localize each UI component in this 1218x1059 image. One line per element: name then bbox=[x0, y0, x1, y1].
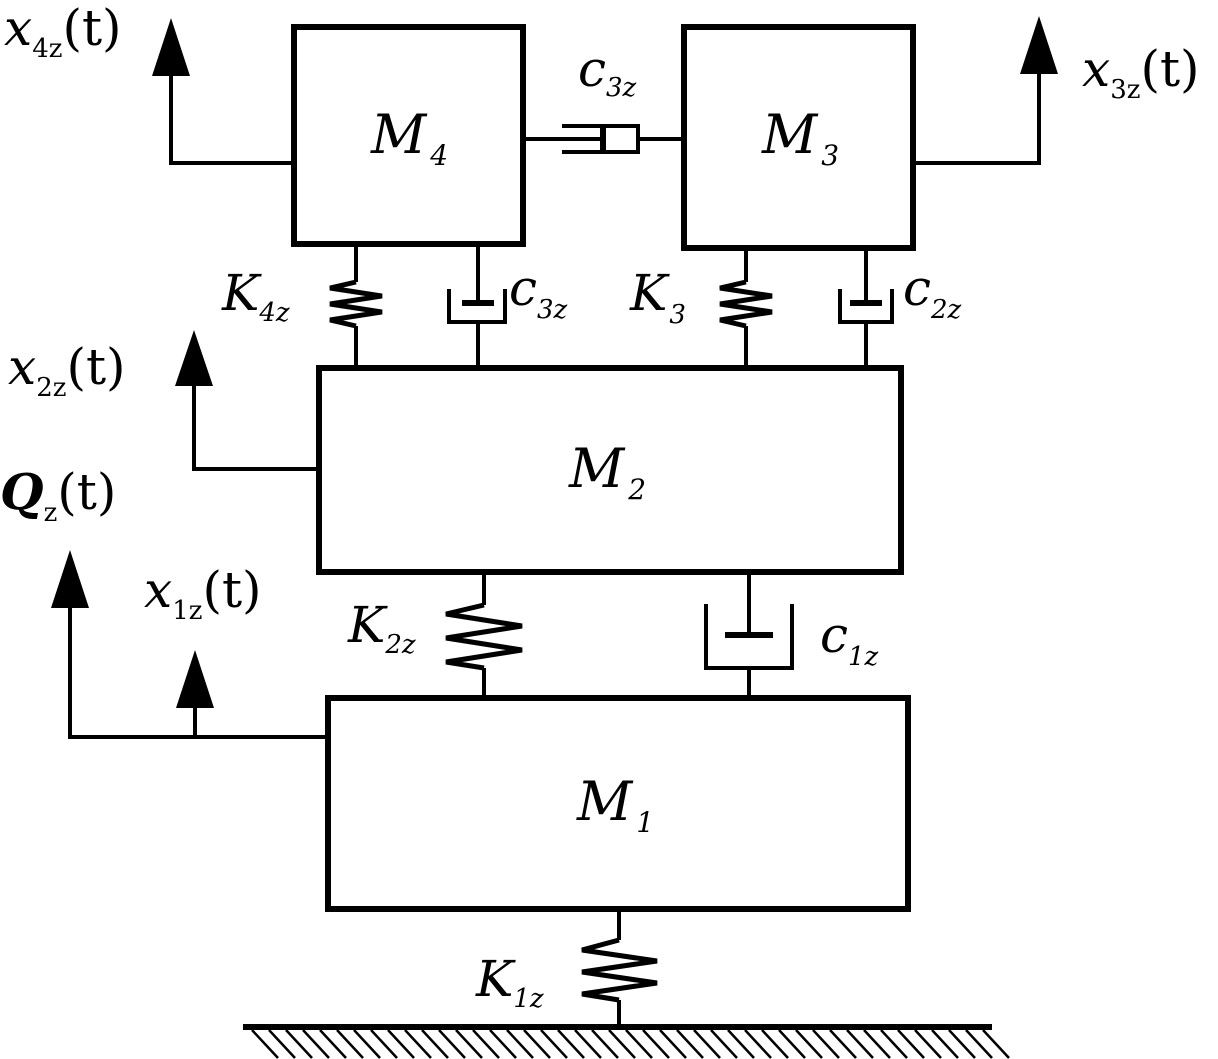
ground-hatch-line bbox=[693, 1029, 721, 1059]
ground-hatch-line bbox=[455, 1029, 483, 1059]
ground-hatch-line bbox=[336, 1029, 364, 1059]
ground-hatch-line bbox=[319, 1029, 347, 1059]
ground-hatch-line bbox=[846, 1029, 874, 1059]
ground-hatch-line bbox=[370, 1029, 398, 1059]
ground-hatch-line bbox=[251, 1029, 279, 1059]
damper-c1z bbox=[704, 572, 794, 698]
ground-hatch-line bbox=[472, 1029, 500, 1059]
arrow-x1z bbox=[176, 650, 214, 737]
ground-hatch-line bbox=[948, 1029, 976, 1059]
arrow-x3z bbox=[913, 16, 1058, 165]
arrow-qz bbox=[51, 550, 328, 739]
mass-m1 bbox=[325, 695, 911, 912]
ground-hatch-line bbox=[863, 1029, 891, 1059]
damper-c3z-horizontal bbox=[523, 124, 684, 154]
label-x1z: x1z(t) bbox=[144, 561, 262, 626]
ground-hatch-line bbox=[710, 1029, 738, 1059]
label-k3: K3 bbox=[629, 264, 686, 330]
ground-hatch-line bbox=[523, 1029, 551, 1059]
ground-hatch-line bbox=[659, 1029, 687, 1059]
mass-m2 bbox=[316, 365, 904, 575]
label-c3z-top: c3z bbox=[578, 40, 637, 103]
ground-hatch-line bbox=[676, 1029, 704, 1059]
ground-hatch-line bbox=[761, 1029, 789, 1059]
mass-m4 bbox=[291, 24, 526, 247]
mass-m3 bbox=[681, 24, 916, 251]
label-k2z: K2z bbox=[347, 596, 416, 660]
ground-hatch-line bbox=[353, 1029, 381, 1059]
ground-hatch-line bbox=[880, 1029, 908, 1059]
ground-hatch-line bbox=[574, 1029, 602, 1059]
ground-hatch-line bbox=[812, 1029, 840, 1059]
ground-hatch-line bbox=[931, 1029, 959, 1059]
ground-hatch-line bbox=[744, 1029, 772, 1059]
spring-k2z bbox=[445, 572, 523, 698]
damper-c3z-vertical bbox=[447, 244, 507, 368]
spring-k3 bbox=[719, 248, 773, 368]
label-x2z: x2z(t) bbox=[8, 338, 126, 403]
ground-hatch-line bbox=[591, 1029, 619, 1059]
ground-hatch-line bbox=[387, 1029, 415, 1059]
arrow-x4z bbox=[152, 18, 294, 165]
damper-c2z bbox=[838, 248, 894, 368]
label-k1z: K1z bbox=[475, 950, 544, 1014]
spring-k1z bbox=[581, 910, 658, 1027]
label-c1z: c1z bbox=[820, 606, 879, 672]
ground-hatch-line bbox=[778, 1029, 806, 1059]
label-qz: Qz(t) bbox=[0, 462, 116, 528]
ground-hatch-line bbox=[897, 1029, 925, 1059]
ground-hatch-line bbox=[438, 1029, 466, 1059]
label-c3z-left: c3z bbox=[509, 259, 568, 325]
ground-hatch-line bbox=[829, 1029, 857, 1059]
ground-hatch-line bbox=[302, 1029, 330, 1059]
ground-hatch-line bbox=[914, 1029, 942, 1059]
spring-k4z bbox=[329, 244, 383, 368]
ground-hatch-line bbox=[489, 1029, 517, 1059]
label-c2z: c2z bbox=[903, 259, 962, 325]
ground-hatch-line bbox=[795, 1029, 823, 1059]
ground-hatch-line bbox=[625, 1029, 653, 1059]
ground-hatch-line bbox=[982, 1029, 1010, 1059]
ground bbox=[243, 1024, 1010, 1059]
arrow-x2z bbox=[175, 330, 319, 471]
label-x4z: x4z(t) bbox=[4, 0, 122, 64]
ground-hatch-line bbox=[642, 1029, 670, 1059]
ground-hatch-line bbox=[268, 1029, 296, 1059]
ground-hatch-line bbox=[404, 1029, 432, 1059]
ground-hatch-line bbox=[727, 1029, 755, 1059]
ground-hatch-line bbox=[285, 1029, 313, 1059]
label-k4z: K4z bbox=[221, 264, 290, 328]
ground-hatch-line bbox=[506, 1029, 534, 1059]
ground-hatch-line bbox=[608, 1029, 636, 1059]
ground-hatch-line bbox=[557, 1029, 585, 1059]
ground-hatch-line bbox=[540, 1029, 568, 1059]
label-x3z: x3z(t) bbox=[1082, 40, 1200, 105]
ground-hatch-line bbox=[965, 1029, 993, 1059]
ground-hatch-line bbox=[421, 1029, 449, 1059]
